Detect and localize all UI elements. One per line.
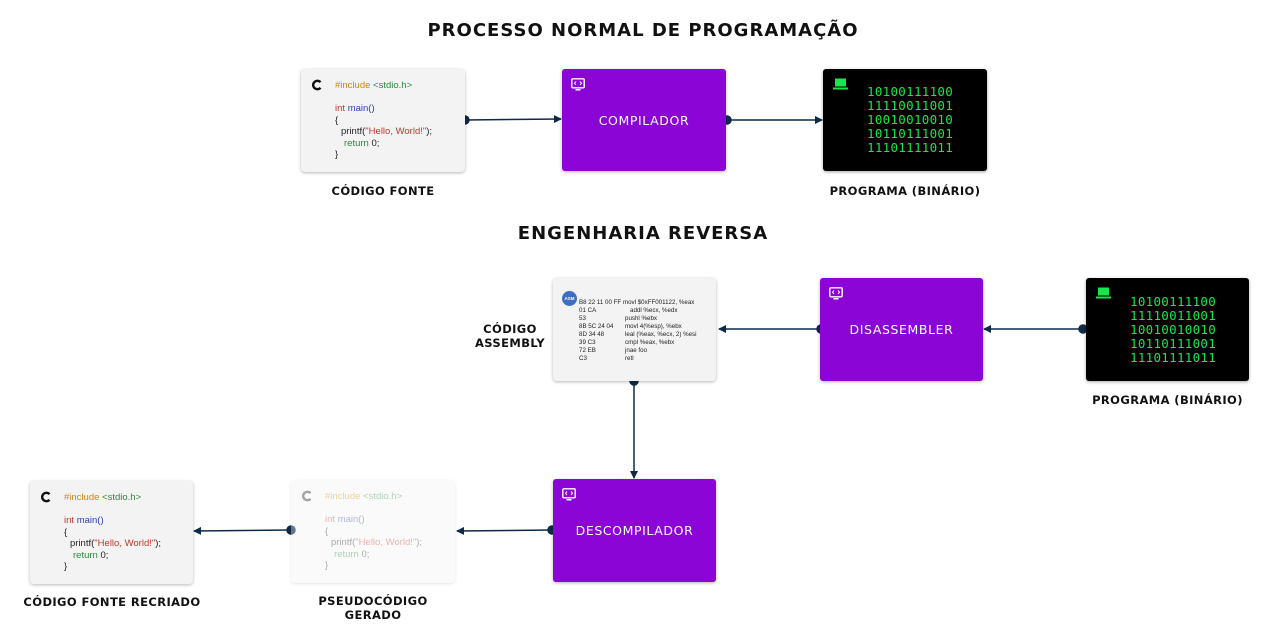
decompiler-box: DESCOMPILADOR xyxy=(553,479,716,582)
arrow-decompiler-to-pseudocode xyxy=(456,526,553,535)
binary-program-top: 10100111100 11110011001 10010010010 1011… xyxy=(823,69,987,171)
laptop-icon xyxy=(833,78,848,90)
asm-line: 39 C3 xyxy=(579,339,596,346)
code-return-line: return 0; xyxy=(334,548,370,560)
code-monitor-icon xyxy=(562,488,576,501)
binary-line: 10010010010 xyxy=(1130,322,1217,337)
code-close-brace: } xyxy=(325,560,329,571)
asm-line: 72 EB xyxy=(579,347,596,354)
asm-line: pushl %ebx xyxy=(625,315,657,322)
code-include-line: #include <stdio.h> xyxy=(335,80,413,91)
code-main-line: int main() xyxy=(64,515,104,526)
code-printf-line: printf("Hello, World!"); xyxy=(70,538,162,549)
code-return-line: return 0; xyxy=(344,137,380,149)
disassembler-box: DISASSEMBLER xyxy=(820,278,983,381)
binary-line: 10110111001 xyxy=(867,126,954,141)
title-normal-process: PROCESSO NORMAL DE PROGRAMAÇÃO xyxy=(427,20,859,41)
binary-line: 10100111100 xyxy=(1130,294,1217,309)
binary-line: 10110111001 xyxy=(1130,336,1217,351)
binary-line: 11110011001 xyxy=(1130,308,1217,323)
label-source-code: CÓDIGO FONTE xyxy=(331,184,435,198)
asm-line: movl 4(%esp), %ebx xyxy=(625,323,682,330)
pseudocode-card: #include <stdio.h> int main() { printf("… xyxy=(291,480,455,583)
code-open-brace: { xyxy=(335,114,339,126)
title-reverse-engineering: ENGENHARIA REVERSA xyxy=(517,223,769,244)
asm-logo-icon: ASM xyxy=(562,291,577,306)
asm-line: B8 22 11 00 FF movl $0xFF001122, %eax xyxy=(579,299,695,306)
code-main-line: int main() xyxy=(335,103,375,114)
label-recreated-source: CÓDIGO FONTE RECRIADO xyxy=(23,595,201,609)
asm-line: C3 xyxy=(579,355,587,362)
assembly-code-card: ASM B8 22 11 00 FF movl $0xFF001122, %ea… xyxy=(553,278,716,381)
asm-line: cmpl %eax, %ebx xyxy=(625,339,675,346)
code-close-brace: } xyxy=(335,149,339,160)
binary-program-bottom: 10100111100 11110011001 10010010010 1011… xyxy=(1086,278,1249,381)
asm-line: leal (%eax, %ecx, 2) %esi xyxy=(625,331,697,338)
asm-line: 53 xyxy=(579,315,586,322)
code-open-brace: { xyxy=(325,525,329,537)
code-monitor-icon xyxy=(829,287,843,300)
asm-line: addl %ecx, %edx xyxy=(630,307,678,314)
c-language-icon xyxy=(311,79,322,91)
code-printf-line: printf("Hello, World!"); xyxy=(341,126,433,137)
laptop-icon xyxy=(1096,287,1111,299)
label-program-binary-bottom: PROGRAMA (BINÁRIO) xyxy=(1092,393,1243,407)
binary-line: 11101111011 xyxy=(867,140,954,155)
decompiler-label: DESCOMPILADOR xyxy=(575,523,694,538)
arrow-source-to-compiler xyxy=(464,115,562,124)
binary-line: 10010010010 xyxy=(867,112,954,127)
binary-line: 10100111100 xyxy=(867,84,954,99)
source-code-card: #include <stdio.h> int main() { printf("… xyxy=(301,69,465,172)
compiler-label: COMPILADOR xyxy=(598,112,690,128)
asm-line: 8D 34 48 xyxy=(579,331,605,338)
code-include-line: #include <stdio.h> xyxy=(64,492,142,503)
asm-line: jnae foo xyxy=(625,347,648,354)
c-language-icon xyxy=(301,490,312,502)
code-close-brace: } xyxy=(64,561,68,572)
asm-line: 01 CA xyxy=(579,307,597,314)
recreated-source-card: #include <stdio.h> int main() { printf("… xyxy=(30,481,193,584)
asm-line: 8B 5C 24 04 xyxy=(579,323,614,330)
binary-line: 11101111011 xyxy=(1130,350,1217,365)
compiler-box: COMPILADOR xyxy=(562,69,726,171)
code-include-line: #include <stdio.h> xyxy=(325,491,403,502)
disassembler-label: DISASSEMBLER xyxy=(849,322,954,337)
code-open-brace: { xyxy=(64,526,68,538)
asm-line: retl xyxy=(625,355,634,362)
label-program-binary-top: PROGRAMA (BINÁRIO) xyxy=(829,184,981,198)
c-language-icon xyxy=(40,491,51,503)
code-main-line: int main() xyxy=(325,514,365,525)
label-assembly-code: CÓDIGO ASSEMBLY xyxy=(474,322,546,350)
arrow-pseudocode-to-recreated xyxy=(193,526,292,535)
label-pseudocode: PSEUDOCÓDIGO GERADO xyxy=(318,594,428,622)
code-printf-line: printf("Hello, World!"); xyxy=(331,537,423,548)
code-return-line: return 0; xyxy=(73,549,109,561)
binary-line: 11110011001 xyxy=(867,98,954,113)
code-monitor-icon xyxy=(571,78,585,91)
